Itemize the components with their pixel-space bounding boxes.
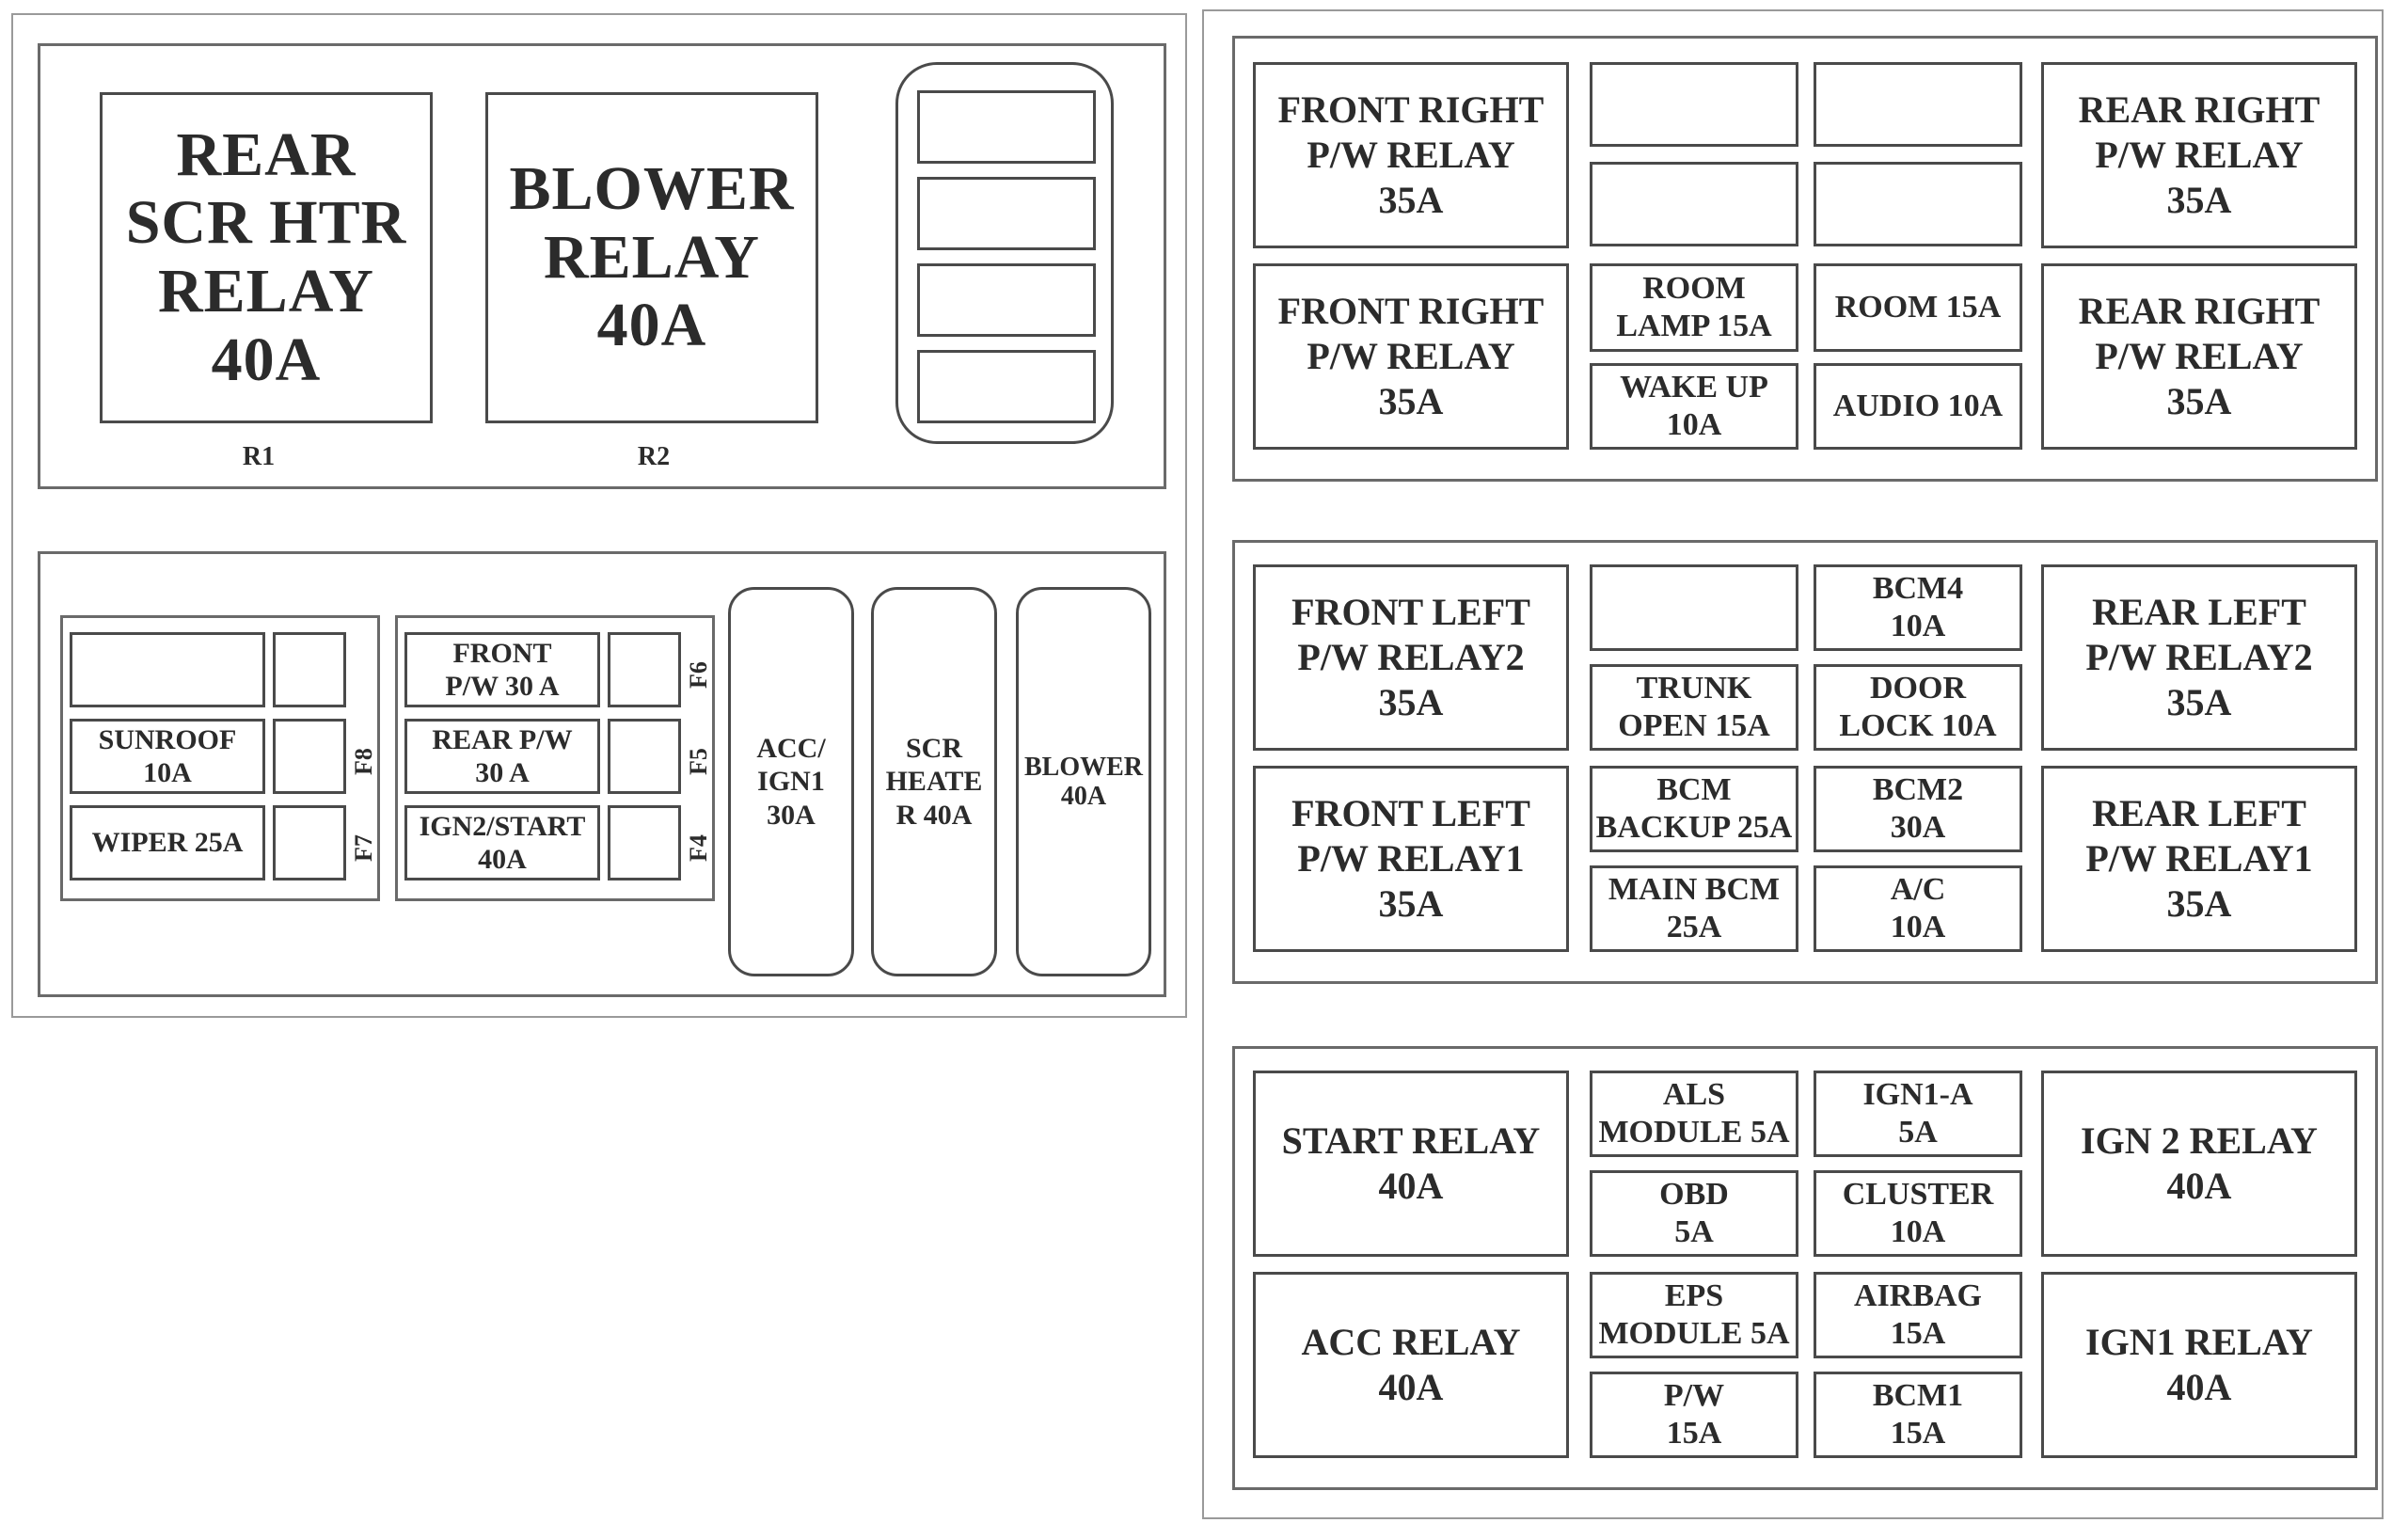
wake-up-fuse: WAKE UP 10A [1590,363,1798,450]
empty-fuse-slot [1814,62,2022,147]
ac-fuse: A/C 10A [1814,865,2022,952]
audio-fuse: AUDIO 10A [1814,363,2022,450]
ign1-relay: IGN1 RELAY 40A [2041,1272,2357,1458]
blower-fuse: BLOWER 40A [1016,587,1151,976]
main-bcm-fuse: MAIN BCM 25A [1590,865,1798,952]
front-left-pw-relay1: FRONT LEFT P/W RELAY1 35A [1253,766,1569,952]
rear-scr-htr-relay: REAR SCR HTR RELAY 40A [100,92,433,423]
rear-left-pw-relay1: REAR LEFT P/W RELAY1 35A [2041,766,2357,952]
spare-fuse-slot [917,263,1096,337]
f6-label: F6 [685,661,712,689]
empty-fuse-slot [1814,162,2022,246]
front-right-pw-relay: FRONT RIGHT P/W RELAY 35A [1253,263,1569,450]
rear-right-pw-relay: REAR RIGHT P/W RELAY 35A [2041,263,2357,450]
empty-fuse-slot [1590,62,1798,147]
empty-fuse-slot [273,805,346,880]
room-lamp-fuse: ROOM LAMP 15A [1590,263,1798,352]
acc-ign1-fuse: ACC/ IGN1 30A [728,587,854,976]
door-lock-fuse: DOOR LOCK 10A [1814,664,2022,751]
f8-label: F8 [350,748,377,775]
rear-left-pw-relay2: REAR LEFT P/W RELAY2 35A [2041,564,2357,751]
empty-fuse-slot [1590,564,1798,651]
als-module-fuse: ALS MODULE 5A [1590,1071,1798,1157]
front-right-pw-relay: FRONT RIGHT P/W RELAY 35A [1253,62,1569,248]
wiper-fuse: WIPER 25A [70,805,265,880]
spare-fuse-slot [917,90,1096,164]
f5-label: F5 [685,748,712,775]
ign2-start-fuse: IGN2/START 40A [404,805,600,880]
acc-relay: ACC RELAY 40A [1253,1272,1569,1458]
ign2-relay: IGN 2 RELAY 40A [2041,1071,2357,1257]
rear-right-pw-relay: REAR RIGHT P/W RELAY 35A [2041,62,2357,248]
empty-fuse-slot [273,632,346,707]
obd-fuse: OBD 5A [1590,1170,1798,1257]
sunroof-fuse: SUNROOF 10A [70,719,265,794]
r1-label: R1 [242,442,276,471]
blower-relay: BLOWER RELAY 40A [485,92,818,423]
empty-fuse-slot [1590,162,1798,246]
start-relay: START RELAY 40A [1253,1071,1569,1257]
bcm4-fuse: BCM4 10A [1814,564,2022,651]
airbag-fuse: AIRBAG 15A [1814,1272,2022,1358]
spare-fuse-slot [917,350,1096,423]
rear-pw-fuse: REAR P/W 30 A [404,719,600,794]
spare-fuse-slot [917,177,1096,250]
eps-module-fuse: EPS MODULE 5A [1590,1272,1798,1358]
empty-fuse-slot [273,719,346,794]
trunk-open-fuse: TRUNK OPEN 15A [1590,664,1798,751]
pw-fuse: P/W 15A [1590,1372,1798,1458]
scr-heater-fuse: SCR HEATE R 40A [871,587,997,976]
room-fuse: ROOM 15A [1814,263,2022,352]
bcm1-fuse: BCM1 15A [1814,1372,2022,1458]
r2-label: R2 [637,442,671,471]
empty-fuse-slot [608,805,681,880]
empty-fuse-slot [70,632,265,707]
f4-label: F4 [685,834,712,862]
bcm-backup-fuse: BCM BACKUP 25A [1590,766,1798,852]
bcm2-fuse: BCM2 30A [1814,766,2022,852]
empty-fuse-slot [608,632,681,707]
front-pw-fuse: FRONT P/W 30 A [404,632,600,707]
cluster-fuse: CLUSTER 10A [1814,1170,2022,1257]
front-left-pw-relay2: FRONT LEFT P/W RELAY2 35A [1253,564,1569,751]
empty-fuse-slot [608,719,681,794]
f7-label: F7 [350,834,377,862]
ign1-a-fuse: IGN1-A 5A [1814,1071,2022,1157]
